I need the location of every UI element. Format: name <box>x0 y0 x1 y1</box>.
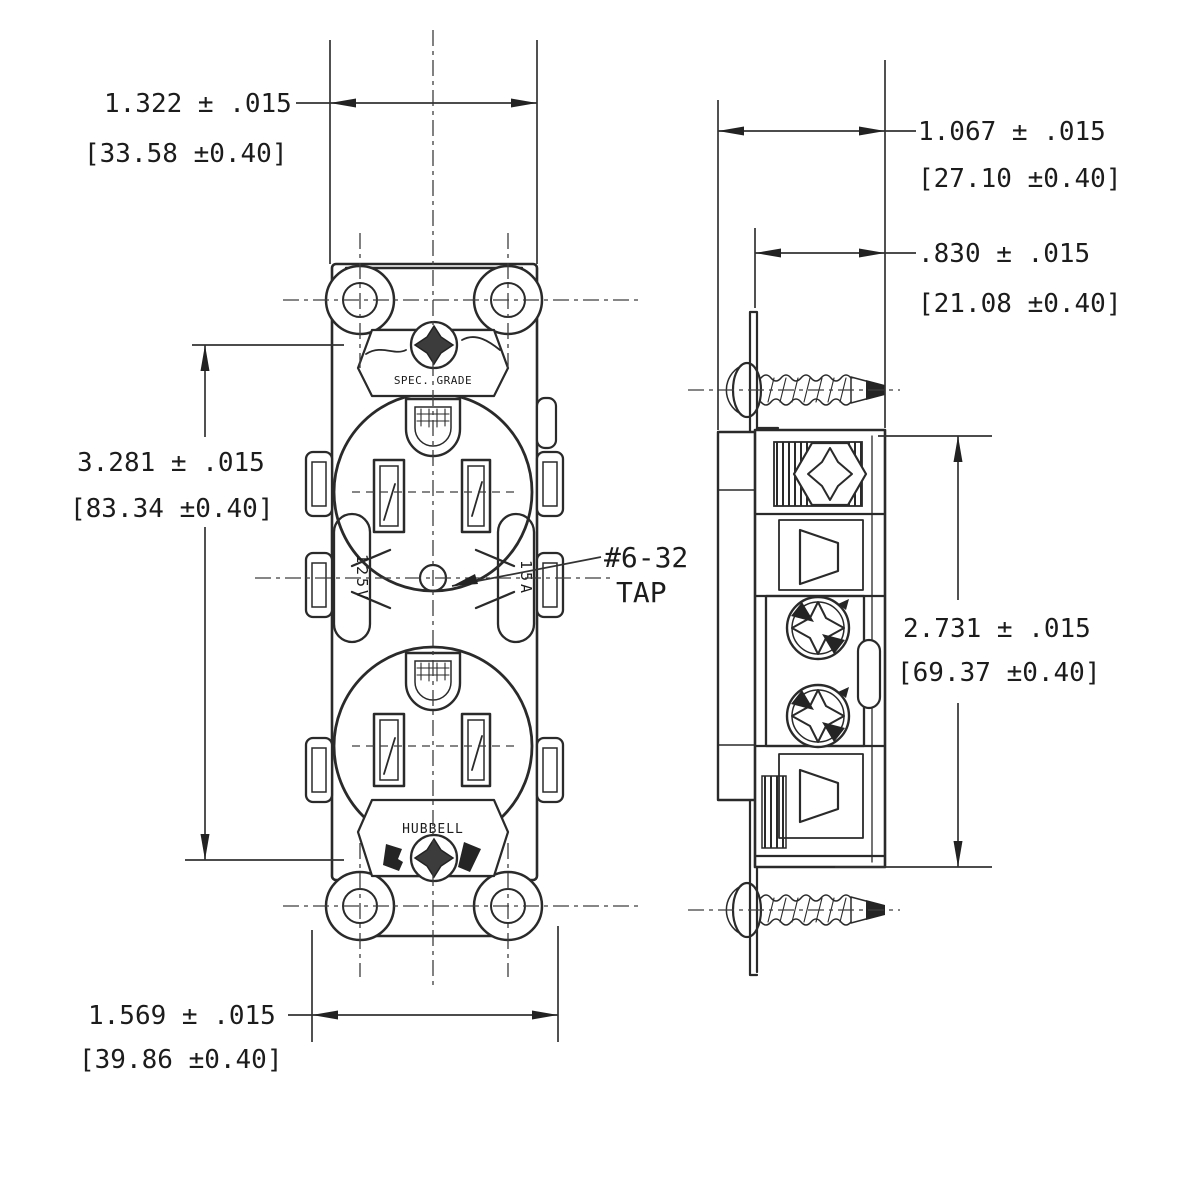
dim-depth-in: 1.067 ± .015 <box>918 117 1106 147</box>
dim-projection-lines <box>754 228 916 308</box>
wire-port-frame-top <box>778 519 864 591</box>
terminal-block <box>764 594 882 749</box>
side-top-section <box>773 441 868 507</box>
dim-width-top-in: 1.322 ± .015 <box>104 89 292 119</box>
dim-width-top-lines <box>296 40 538 264</box>
side-view <box>716 310 887 977</box>
side-clip-tabs <box>304 396 565 804</box>
ear-hole-centerlines <box>359 233 509 977</box>
face-slot <box>856 638 882 710</box>
hex-ground-screw <box>792 441 868 507</box>
hex-screw-cross <box>807 447 853 501</box>
dim-height-mm: [83.34 ±0.40] <box>70 494 274 524</box>
bottom-mounting-screw-head <box>409 833 459 883</box>
dim-depth-mm: [27.10 ±0.40] <box>918 164 1122 194</box>
dimension-text: 1.322 ± .015 [33.58 ±0.40] 3.281 ± .015 … <box>70 89 1122 1075</box>
screw-retainer-wire <box>365 336 501 355</box>
side-bottom-section <box>761 753 864 849</box>
wire-port-bottom <box>798 768 840 824</box>
dim-width-top-mm: [33.58 ±0.40] <box>84 139 288 169</box>
dim-height-in: 3.281 ± .015 <box>77 448 265 478</box>
body-back-block <box>716 430 760 802</box>
side-upper-mid-section <box>778 519 864 591</box>
centerlines <box>255 30 900 988</box>
dim-width-bottom-in: 1.569 ± .015 <box>88 1001 276 1031</box>
top-mounting-screw-head <box>409 320 459 370</box>
dim-body-height-mm: [69.37 ±0.40] <box>897 658 1101 688</box>
hatched-block-bottom <box>761 775 787 849</box>
side-flange <box>535 396 558 450</box>
dimension-graphics <box>185 40 992 1042</box>
wire-port-top <box>798 528 840 586</box>
back-block-lines <box>717 489 759 746</box>
terminal-screw-lower <box>785 683 851 749</box>
dim-projection-mm: [21.08 ±0.40] <box>918 289 1122 319</box>
dim-body-height-in: 2.731 ± .015 <box>903 614 1091 644</box>
brand-marking: HUBBELL <box>402 822 464 837</box>
dim-height-lines <box>185 344 344 861</box>
front-view: 125V 15A SPEC. GRADE HUBBELL <box>304 262 565 942</box>
certification-mark-right <box>458 842 481 872</box>
dim-width-bottom-lines <box>288 926 559 1042</box>
grade-marking: SPEC. GRADE <box>394 374 472 387</box>
dim-projection-in: .830 ± .015 <box>918 239 1090 269</box>
bottom-strap-assembly: HUBBELL <box>356 798 510 883</box>
certification-mark-left <box>383 844 403 871</box>
tap-callout-line2: TAP <box>616 576 667 609</box>
tap-callout-line1: #6-32 <box>604 541 688 574</box>
dim-width-bottom-mm: [39.86 ±0.40] <box>79 1045 283 1075</box>
wire-port-frame-bottom <box>778 753 864 839</box>
voltage-marking: 125V <box>353 554 371 602</box>
terminal-screw-upper <box>785 595 851 661</box>
dim-body-height-lines <box>835 435 992 868</box>
